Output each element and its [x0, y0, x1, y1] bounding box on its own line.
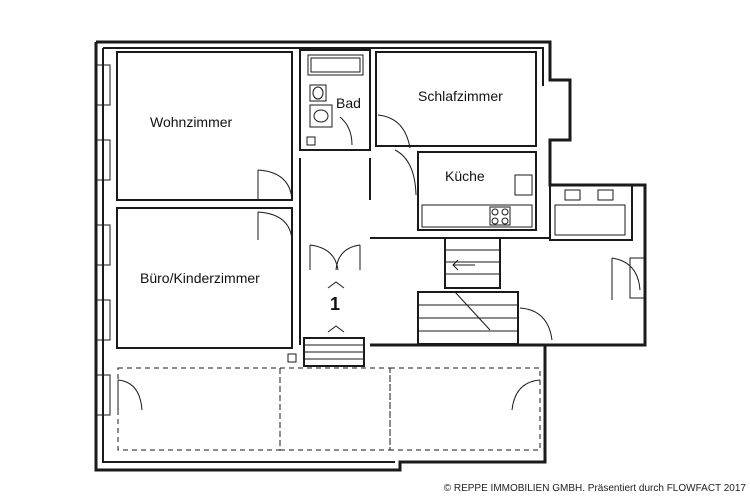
room-wohnzimmer: Wohnzimmer: [116, 51, 293, 201]
staircase: [417, 237, 553, 345]
label-buero: Büro/Kinderzimmer: [140, 270, 260, 286]
kitchen-counter: [421, 204, 533, 228]
toilet: [309, 84, 327, 102]
sink: [309, 104, 333, 128]
stair-arrow-up-icon: [327, 325, 345, 333]
label-kueche: Küche: [445, 168, 485, 184]
stair-arrow-up-icon: [327, 281, 345, 289]
label-schlafzimmer: Schlafzimmer: [418, 88, 503, 104]
room-schlafzimmer: Schlafzimmer: [375, 51, 537, 149]
label-wohnzimmer: Wohnzimmer: [150, 114, 233, 130]
window-bays-left: [95, 64, 111, 416]
bathtub: [307, 54, 364, 76]
hallway: 1: [287, 158, 550, 367]
room-kueche: Küche: [394, 149, 537, 231]
balcony: [549, 184, 646, 300]
stair-direction-icon: [452, 259, 475, 271]
lower-section: [117, 367, 541, 451]
copyright-text: © REPPE IMMOBILIEN GMBH. Präsentiert dur…: [443, 483, 746, 494]
label-bad: Bad: [336, 95, 361, 111]
stove: [489, 206, 511, 226]
room-buero: Büro/Kinderzimmer: [116, 207, 293, 349]
room-bad: Bad: [299, 49, 371, 151]
stair-number: 1: [330, 294, 340, 314]
fridge: [514, 174, 533, 196]
